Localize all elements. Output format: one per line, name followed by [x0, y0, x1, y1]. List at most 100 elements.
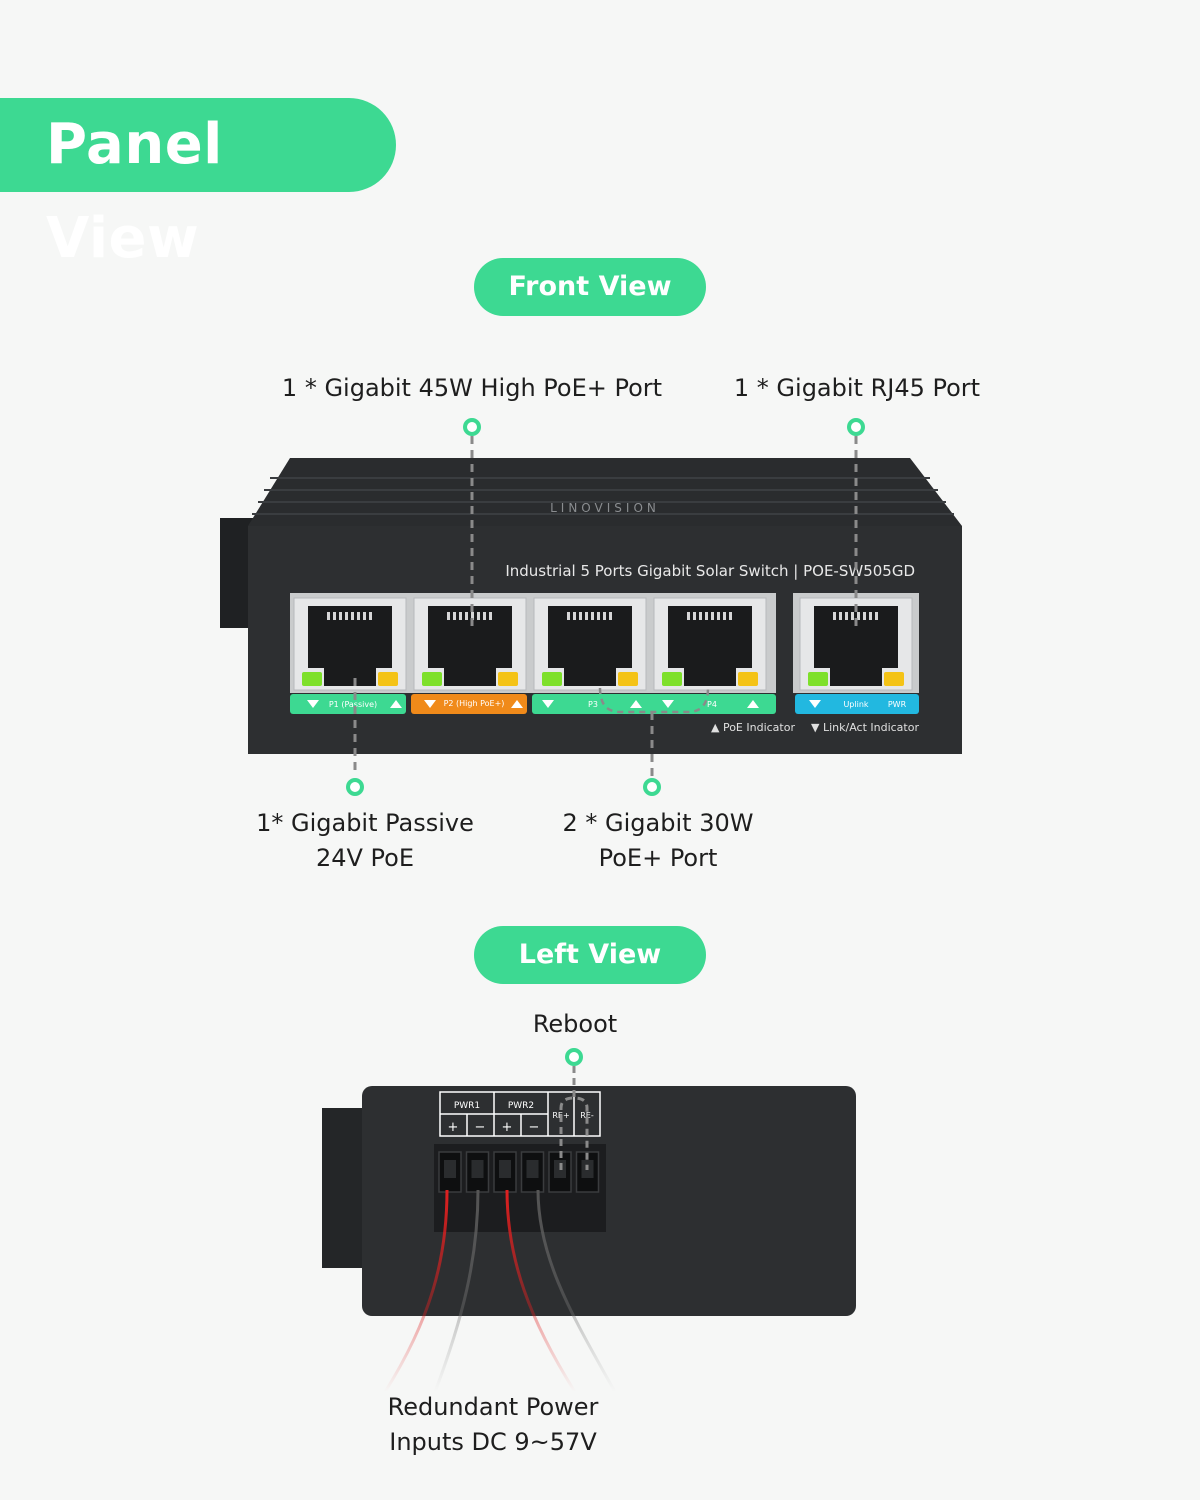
port-pin: [477, 612, 480, 620]
ethernet-port-p4[interactable]: [653, 597, 767, 691]
callout-dot-high-poe: [463, 418, 481, 436]
callout-high-poe-port: 1 * Gigabit 45W High PoE+ Port: [281, 374, 663, 402]
port-pin: [597, 612, 600, 620]
port-pin: [345, 612, 348, 620]
port-pin: [603, 612, 606, 620]
port-pin: [851, 612, 854, 620]
port-pin: [585, 612, 588, 620]
port-pin: [863, 612, 866, 620]
port-pin: [333, 612, 336, 620]
terminal-slot: [493, 1151, 517, 1193]
callout-dot-rj45: [847, 418, 865, 436]
poe30-bracket: [598, 687, 710, 714]
side-din-clip: [322, 1108, 366, 1268]
label-re-minus: RE-: [580, 1111, 594, 1120]
terminal-screw: [471, 1160, 484, 1178]
ethernet-port-p1[interactable]: [293, 597, 407, 691]
port-pin: [339, 612, 342, 620]
port-pin: [471, 612, 474, 620]
callout-passive-poe: 1* Gigabit Passive 24V PoE: [230, 806, 500, 876]
link-led: [542, 672, 562, 686]
port-pin: [579, 612, 582, 620]
port-pin: [699, 612, 702, 620]
callout-poe30-port: 2 * Gigabit 30W PoE+ Port: [528, 806, 788, 876]
power-wires: [383, 1189, 617, 1393]
port-pin: [833, 612, 836, 620]
panel-view-title: Panel View: [0, 98, 396, 271]
port-pin: [729, 612, 732, 620]
poe-led: [498, 672, 518, 686]
strip-p2: [411, 694, 527, 714]
port-pin: [447, 612, 450, 620]
label-pwr1: PWR1: [454, 1101, 480, 1111]
link-led: [662, 672, 682, 686]
label-p2: P2 (High PoE+): [444, 699, 505, 708]
port-pin: [717, 612, 720, 620]
polarity-4: −: [529, 1120, 540, 1135]
port-pin: [845, 612, 848, 620]
left-view-label: Left View: [474, 926, 706, 984]
port-pin: [453, 612, 456, 620]
port-socket: [548, 606, 632, 686]
callout-power-line1: Redundant Power: [387, 1393, 599, 1421]
strip-p1: [290, 694, 406, 714]
port-pin: [839, 612, 842, 620]
port-pin: [687, 612, 690, 620]
link-led: [302, 672, 322, 686]
callout-rj45-port: 1 * Gigabit RJ45 Port: [733, 374, 981, 402]
port-pin: [711, 612, 714, 620]
terminal-slot: [465, 1151, 490, 1193]
polarity-3: +: [502, 1120, 513, 1135]
port-pin: [573, 612, 576, 620]
callout-power-line2: Inputs DC 9~57V: [389, 1428, 597, 1456]
poe-led: [738, 672, 758, 686]
strip-arrows: [307, 700, 821, 708]
port-pin: [875, 612, 878, 620]
port-pin: [591, 612, 594, 620]
terminal-label-frame: [439, 1091, 601, 1137]
polarity-1: +: [448, 1120, 459, 1135]
link-led: [808, 672, 828, 686]
callout-dot-reboot: [565, 1048, 583, 1066]
port-pin: [327, 612, 330, 620]
port-pin: [609, 612, 612, 620]
port-pin: [705, 612, 708, 620]
device-side-face: [362, 1086, 856, 1316]
terminal-slot: [575, 1151, 600, 1193]
ethernet-port-p3[interactable]: [533, 597, 647, 691]
label-pwr: PWR: [888, 700, 907, 709]
port-pin: [357, 612, 360, 620]
ethernet-port-uplink[interactable]: [799, 597, 913, 691]
link-led: [422, 672, 442, 686]
port-socket: [428, 606, 512, 686]
label-p4: P4: [707, 700, 717, 709]
port-pin: [459, 612, 462, 620]
port-socket: [814, 606, 898, 686]
port-pin: [363, 612, 366, 620]
callout-poe30-line1: 2 * Gigabit 30W: [562, 809, 754, 837]
label-p1: P1 (Passive): [329, 700, 377, 709]
callout-passive-line1: 1* Gigabit Passive: [256, 809, 474, 837]
poe-led: [884, 672, 904, 686]
brand-logo: LINOVISION: [550, 501, 660, 515]
port-pin: [465, 612, 468, 620]
terminal-slot: [520, 1151, 545, 1193]
callout-lines: [353, 436, 858, 776]
reboot-bracket: [559, 1096, 589, 1170]
port-pin: [567, 612, 570, 620]
port-socket: [308, 606, 392, 686]
callout-poe30-line2: PoE+ Port: [598, 844, 718, 872]
ethernet-port-p2[interactable]: [413, 597, 527, 691]
heat-sink-fins: [252, 477, 954, 515]
legend-poe-indicator: ▲ PoE Indicator: [711, 721, 795, 734]
port-pin: [483, 612, 486, 620]
poe-led: [378, 672, 398, 686]
terminal-slot: [438, 1151, 462, 1193]
port-pin: [857, 612, 860, 620]
port-pin: [489, 612, 492, 620]
strip-p3-p4: [532, 694, 776, 714]
label-pwr2: PWR2: [508, 1101, 534, 1111]
terminal-screw: [526, 1160, 539, 1178]
